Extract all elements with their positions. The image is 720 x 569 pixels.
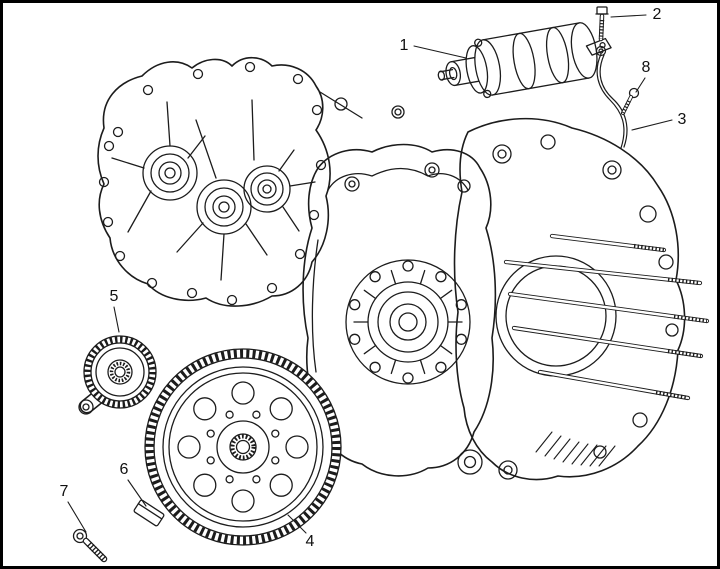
leader-line-6: [127, 479, 147, 507]
terminal-bolt-8-drawing: [621, 87, 640, 115]
callout-2-label: 2: [653, 6, 662, 23]
crankcase-center-half-drawing: [302, 105, 497, 477]
leader-line-3: [631, 119, 673, 131]
callout-5-label: 5: [110, 288, 119, 305]
key-6-drawing: [133, 499, 165, 527]
drive-gear-drawing: [78, 335, 157, 415]
exploded-view-drawing: [67, 6, 710, 563]
gearbox-cover-drawing: [97, 56, 363, 307]
starter-terminal: [585, 37, 612, 56]
leader-lines: [67, 14, 673, 534]
crankcase-studs: [503, 233, 710, 401]
ring-gear-drawing: [144, 348, 342, 546]
callout-6-label: 6: [120, 461, 129, 478]
starter-motor-drawing: [437, 22, 612, 99]
leader-line-5: [113, 306, 120, 333]
callout-4-label: 4: [306, 533, 315, 550]
bolt-7-drawing: [72, 528, 108, 563]
leader-line-2: [610, 14, 647, 18]
cable-drawing: [595, 45, 628, 149]
callout-3-label: 3: [678, 111, 687, 128]
callout-7-label: 7: [60, 483, 69, 500]
cooling-fins: [535, 431, 616, 467]
leader-line-8: [635, 77, 646, 93]
leader-line-4: [287, 514, 307, 534]
leader-line-1: [413, 45, 467, 59]
screw-2-drawing: [595, 6, 609, 42]
callout-8-label: 8: [642, 59, 651, 76]
leader-line-7: [67, 501, 87, 533]
crankcase-right-half-drawing: [453, 117, 710, 481]
callout-1-label: 1: [400, 37, 409, 54]
